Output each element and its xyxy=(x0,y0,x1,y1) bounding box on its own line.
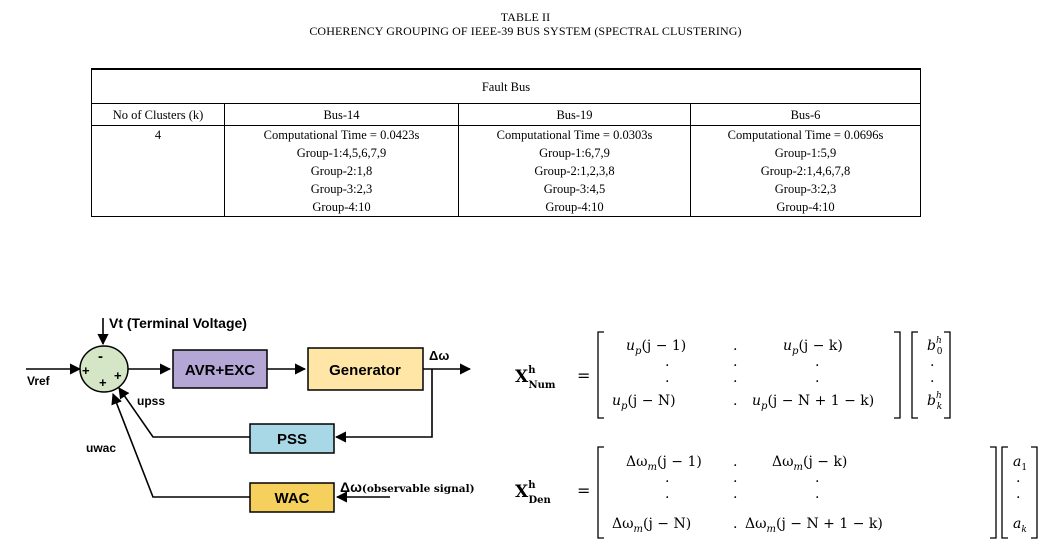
col-header-bus19: Bus-19 xyxy=(458,103,691,126)
eq-den-equals: = xyxy=(577,481,590,500)
table-cell: Group-1:4,5,6,7,9 xyxy=(224,144,459,162)
plus-sign-bottom: + xyxy=(99,375,107,390)
eq-num-dot: . xyxy=(930,354,934,370)
eq-den-r1c1: Δωm(j − 1) xyxy=(626,454,702,473)
eq-num-bracket-right xyxy=(894,331,901,419)
col-header-bus6: Bus-6 xyxy=(690,103,921,126)
control-block-diagram: Vt (Terminal Voltage) Vref - + + + AVR+E… xyxy=(26,315,475,513)
eq-den-r4c1: Δωm(j − N) xyxy=(612,516,691,535)
eq-num-r1c1: up(j − 1) xyxy=(626,338,686,357)
table-cell: Computational Time = 0.0423s xyxy=(224,125,459,144)
eq-den-dot: . xyxy=(1016,486,1020,502)
eq-num-r1-dot: . xyxy=(733,338,737,354)
pss-block xyxy=(249,423,335,454)
cell-k: 4 xyxy=(91,125,225,144)
eq-num-bvec-bracket-right xyxy=(944,331,951,419)
plus-sign-right: + xyxy=(114,368,122,383)
table-caption-title: COHERENCY GROUPING OF IEEE-39 BUS SYSTEM… xyxy=(309,24,742,38)
eq-num-dot: . xyxy=(665,354,669,370)
eq-den-dot: . xyxy=(1016,470,1020,486)
feedback-to-pss-arrow xyxy=(334,369,433,443)
eq-den-r1c3: Δωm(j − k) xyxy=(772,454,847,473)
eq-den-dot: . xyxy=(733,470,737,486)
eq-num-dot: . xyxy=(815,370,819,386)
eq-num-r4c1: up(j − N) xyxy=(612,393,676,412)
table-caption-number: TABLE II xyxy=(500,10,551,24)
table-cell: Group-3:2,3 xyxy=(224,180,459,198)
eq-num-r1c3: up(j − k) xyxy=(783,338,843,357)
table-cell: Group-1:5,9 xyxy=(690,144,921,162)
uwac-arrow xyxy=(111,392,250,498)
table-cell: Group-4:10 xyxy=(458,198,691,217)
wac-label: WAC xyxy=(275,490,310,507)
eq-den-bracket-left xyxy=(597,446,604,539)
plus-sign-left: + xyxy=(82,363,90,378)
pss-label: PSS xyxy=(277,431,307,448)
table-cell: Group-1:6,7,9 xyxy=(458,144,691,162)
eq-num-dot: . xyxy=(733,354,737,370)
col-header-clusters: No of Clusters (k) xyxy=(91,103,225,126)
table-cell: Group-3:2,3 xyxy=(690,180,921,198)
figure-canvas: Vt (Terminal Voltage) Vref - + + + AVR+E… xyxy=(26,315,1038,539)
table-row: Group-2:1,8 Group-2:1,2,3,8 Group-2:1,4,… xyxy=(91,162,921,180)
avr-exc-label: AVR+EXC xyxy=(185,362,255,379)
eq-den-dot: . xyxy=(815,486,819,502)
fault-bus-header: Fault Bus xyxy=(91,68,921,104)
coherency-table: Fault Bus No of Clusters (k) Bus-14 Bus-… xyxy=(91,68,921,217)
table-row: Group-4:10 Group-4:10 Group-4:10 xyxy=(91,198,921,217)
generator-block xyxy=(307,347,424,391)
eq-den-avec-bracket-left xyxy=(1001,446,1008,539)
eq-num-dot: . xyxy=(930,370,934,386)
eq-num-r4c3: up(j − N + 1 − k) xyxy=(752,393,874,412)
avr-exc-block xyxy=(172,349,268,389)
eq-den-dot: . xyxy=(665,470,669,486)
uwac-label: uwac xyxy=(86,441,116,455)
vref-label: Vref xyxy=(27,374,51,388)
eq-den-avec-bracket-right xyxy=(1031,446,1038,539)
table-cell: Group-3:4,5 xyxy=(458,180,691,198)
eq-num-r4-dot: . xyxy=(733,393,737,409)
table-row: Group-1:4,5,6,7,9 Group-1:6,7,9 Group-1:… xyxy=(91,144,921,162)
table-row: 4 Computational Time = 0.0423s Computati… xyxy=(91,125,921,144)
table-cell: Group-2:1,8 xyxy=(224,162,459,180)
observable-signal-label: Δω(observable signal) xyxy=(340,479,475,495)
table-cell: Group-4:10 xyxy=(690,198,921,217)
upss-arrow xyxy=(118,387,250,438)
eq-den-r1-dot: . xyxy=(733,454,737,470)
eq-den-r4c3: Δωm(j − N + 1 − k) xyxy=(745,516,883,535)
eq-num-bvec-bracket-left xyxy=(911,331,918,419)
generator-label: Generator xyxy=(329,362,401,379)
vt-label: Vt (Terminal Voltage) xyxy=(109,315,247,331)
minus-sign: - xyxy=(98,348,103,365)
eq-den-a1: a1 xyxy=(1013,454,1027,473)
eq-num-bracket-left xyxy=(597,331,604,419)
delta-omega-label: Δω xyxy=(429,348,449,363)
eq-num-dot: . xyxy=(815,354,819,370)
eq-num-equals: = xyxy=(577,366,590,385)
table-cell: Group-4:10 xyxy=(224,198,459,217)
col-header-bus14: Bus-14 xyxy=(224,103,459,126)
eq-num-dot: . xyxy=(665,370,669,386)
eq-den-r4-dot: . xyxy=(733,516,737,532)
table-cell: Group-2:1,4,6,7,8 xyxy=(690,162,921,180)
table-row: Group-3:2,3 Group-3:4,5 Group-3:2,3 xyxy=(91,180,921,198)
upss-label: upss xyxy=(137,394,165,408)
eq-den-ak: ak xyxy=(1013,516,1027,535)
eq-den-bracket-right xyxy=(990,446,997,539)
eq-den-dot: . xyxy=(733,486,737,502)
eq-den-dot: . xyxy=(665,486,669,502)
table-cell: Computational Time = 0.0303s xyxy=(458,125,691,144)
eq-den-dot: . xyxy=(815,470,819,486)
eq-num-dot: . xyxy=(733,370,737,386)
table-cell: Group-2:1,2,3,8 xyxy=(458,162,691,180)
table-cell: Computational Time = 0.0696s xyxy=(690,125,921,144)
